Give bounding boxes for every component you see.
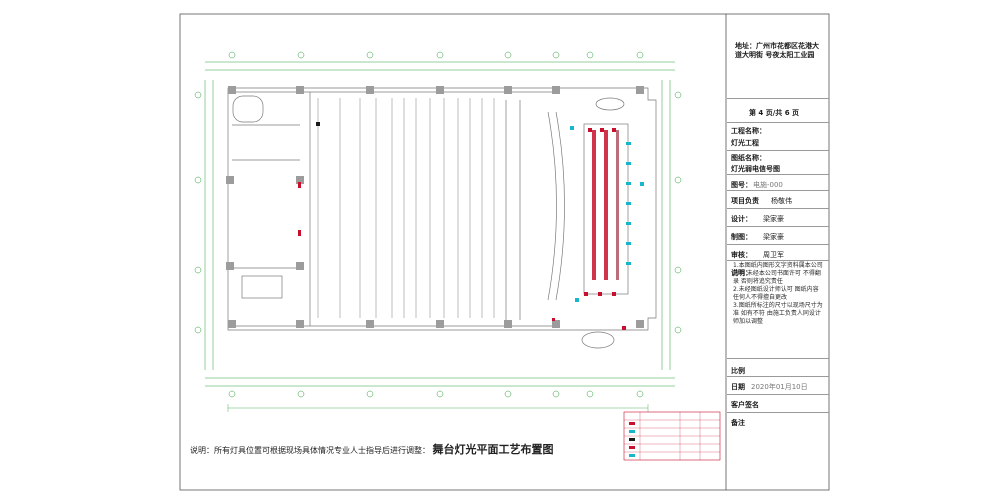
remarks-label: 备注: [731, 419, 745, 427]
note-item: 1.本图纸内图形文字资料属本公司所有 未经本公司书面许可 不得翻录 否则将追究责…: [733, 262, 823, 285]
client-sign-label: 客户签名: [731, 401, 759, 409]
manager-cell: 项目负责 杨敬伟: [727, 190, 829, 212]
date: 2020年01月10日: [751, 383, 808, 391]
dimension-lines: [227, 404, 649, 412]
note-item: 2.未经图纸设计师认可 图纸内容 任何人不得擅自更改: [733, 286, 819, 301]
review: 周卫军: [763, 251, 784, 259]
stage-light-bars: [584, 128, 631, 296]
project-name-label: 工程名称：: [731, 127, 766, 135]
project-name: 灯光工程: [731, 139, 759, 147]
drawing-caption: 说明：所有灯具位置可根据现场具体情况专业人士指导后进行调整： 舞台灯光平面工艺布…: [190, 441, 554, 457]
page-number: 第 4 页/共 6 页: [749, 109, 800, 117]
notes-cell: 说明：: [727, 260, 829, 360]
review-cell: 审核： 周卫军: [727, 244, 829, 264]
stage-area: [547, 97, 629, 349]
auditorium-seating: [317, 98, 495, 318]
address: 地址：广州市花都区花港大道大明街 号夜太阳工业园: [735, 42, 819, 59]
note-item: 3.图纸所标注的尺寸以现场尺寸为准 如有不符 由施工负责人同设计师加以调整: [733, 302, 823, 325]
drafter-cell: 制图： 梁家豪: [727, 226, 829, 246]
notes-list: 1.本图纸内图形文字资料属本公司所有 未经本公司书面许可 不得翻录 否则将追究责…: [733, 262, 825, 326]
manager: 杨敬伟: [771, 197, 792, 205]
drafter-label: 制图：: [731, 233, 752, 241]
drafter: 梁家豪: [763, 233, 784, 241]
grid-bubbles-right: [674, 91, 682, 334]
date-cell: 日期 2020年01月10日: [727, 376, 829, 398]
drawing-name-cell: 图纸名称： 灯光弱电信号图: [727, 150, 829, 178]
drawing-no: 电施-000: [753, 181, 783, 189]
restroom-block: [241, 275, 283, 299]
scale-label: 比例: [731, 367, 745, 375]
grid-axes: [194, 51, 682, 398]
legend-symbols: [629, 422, 635, 457]
drawing-no-label: 图号：: [731, 181, 752, 189]
notes-label: 说明：: [731, 269, 752, 277]
grid-bubbles-top: [228, 51, 644, 59]
drawing-name: 灯光弱电信号图: [731, 165, 780, 173]
fixture-marks: [298, 122, 644, 330]
manager-label: 项目负责: [731, 197, 759, 205]
drawing-name-label: 图纸名称：: [731, 154, 766, 162]
design: 梁家豪: [763, 215, 784, 223]
grid-bubbles-bottom: [228, 390, 644, 398]
date-label: 日期: [731, 383, 745, 391]
remarks-cell: 备注: [727, 412, 829, 442]
grid-bubbles-left: [194, 91, 202, 334]
review-label: 审核：: [731, 251, 752, 259]
client-sign-cell: 客户签名: [727, 394, 829, 416]
page-cell: 第 4 页/共 6 页: [727, 98, 829, 128]
stage-deck: [583, 123, 629, 295]
title-block: 地址：广州市花都区花港大道大明街 号夜太阳工业园 第 4 页/共 6 页 工程名…: [727, 14, 829, 490]
caption-note: 说明：所有灯具位置可根据现场具体情况专业人士指导后进行调整：: [190, 446, 430, 455]
stage-apron-curve: [547, 111, 557, 301]
scale-cell: 比例: [727, 358, 829, 378]
sheet-border: [179, 13, 830, 491]
stair-round: [581, 331, 615, 349]
design-label: 设计：: [731, 215, 752, 223]
drawing-no-cell: 图号： 电施-000: [727, 174, 829, 196]
legend-rows: [624, 412, 720, 460]
drawing-title: 舞台灯光平面工艺布置图: [432, 443, 554, 456]
design-cell: 设计： 梁家豪: [727, 208, 829, 230]
project-cell: 工程名称： 灯光工程: [727, 122, 829, 160]
columns: [226, 86, 644, 328]
room-left-top: [232, 95, 264, 123]
